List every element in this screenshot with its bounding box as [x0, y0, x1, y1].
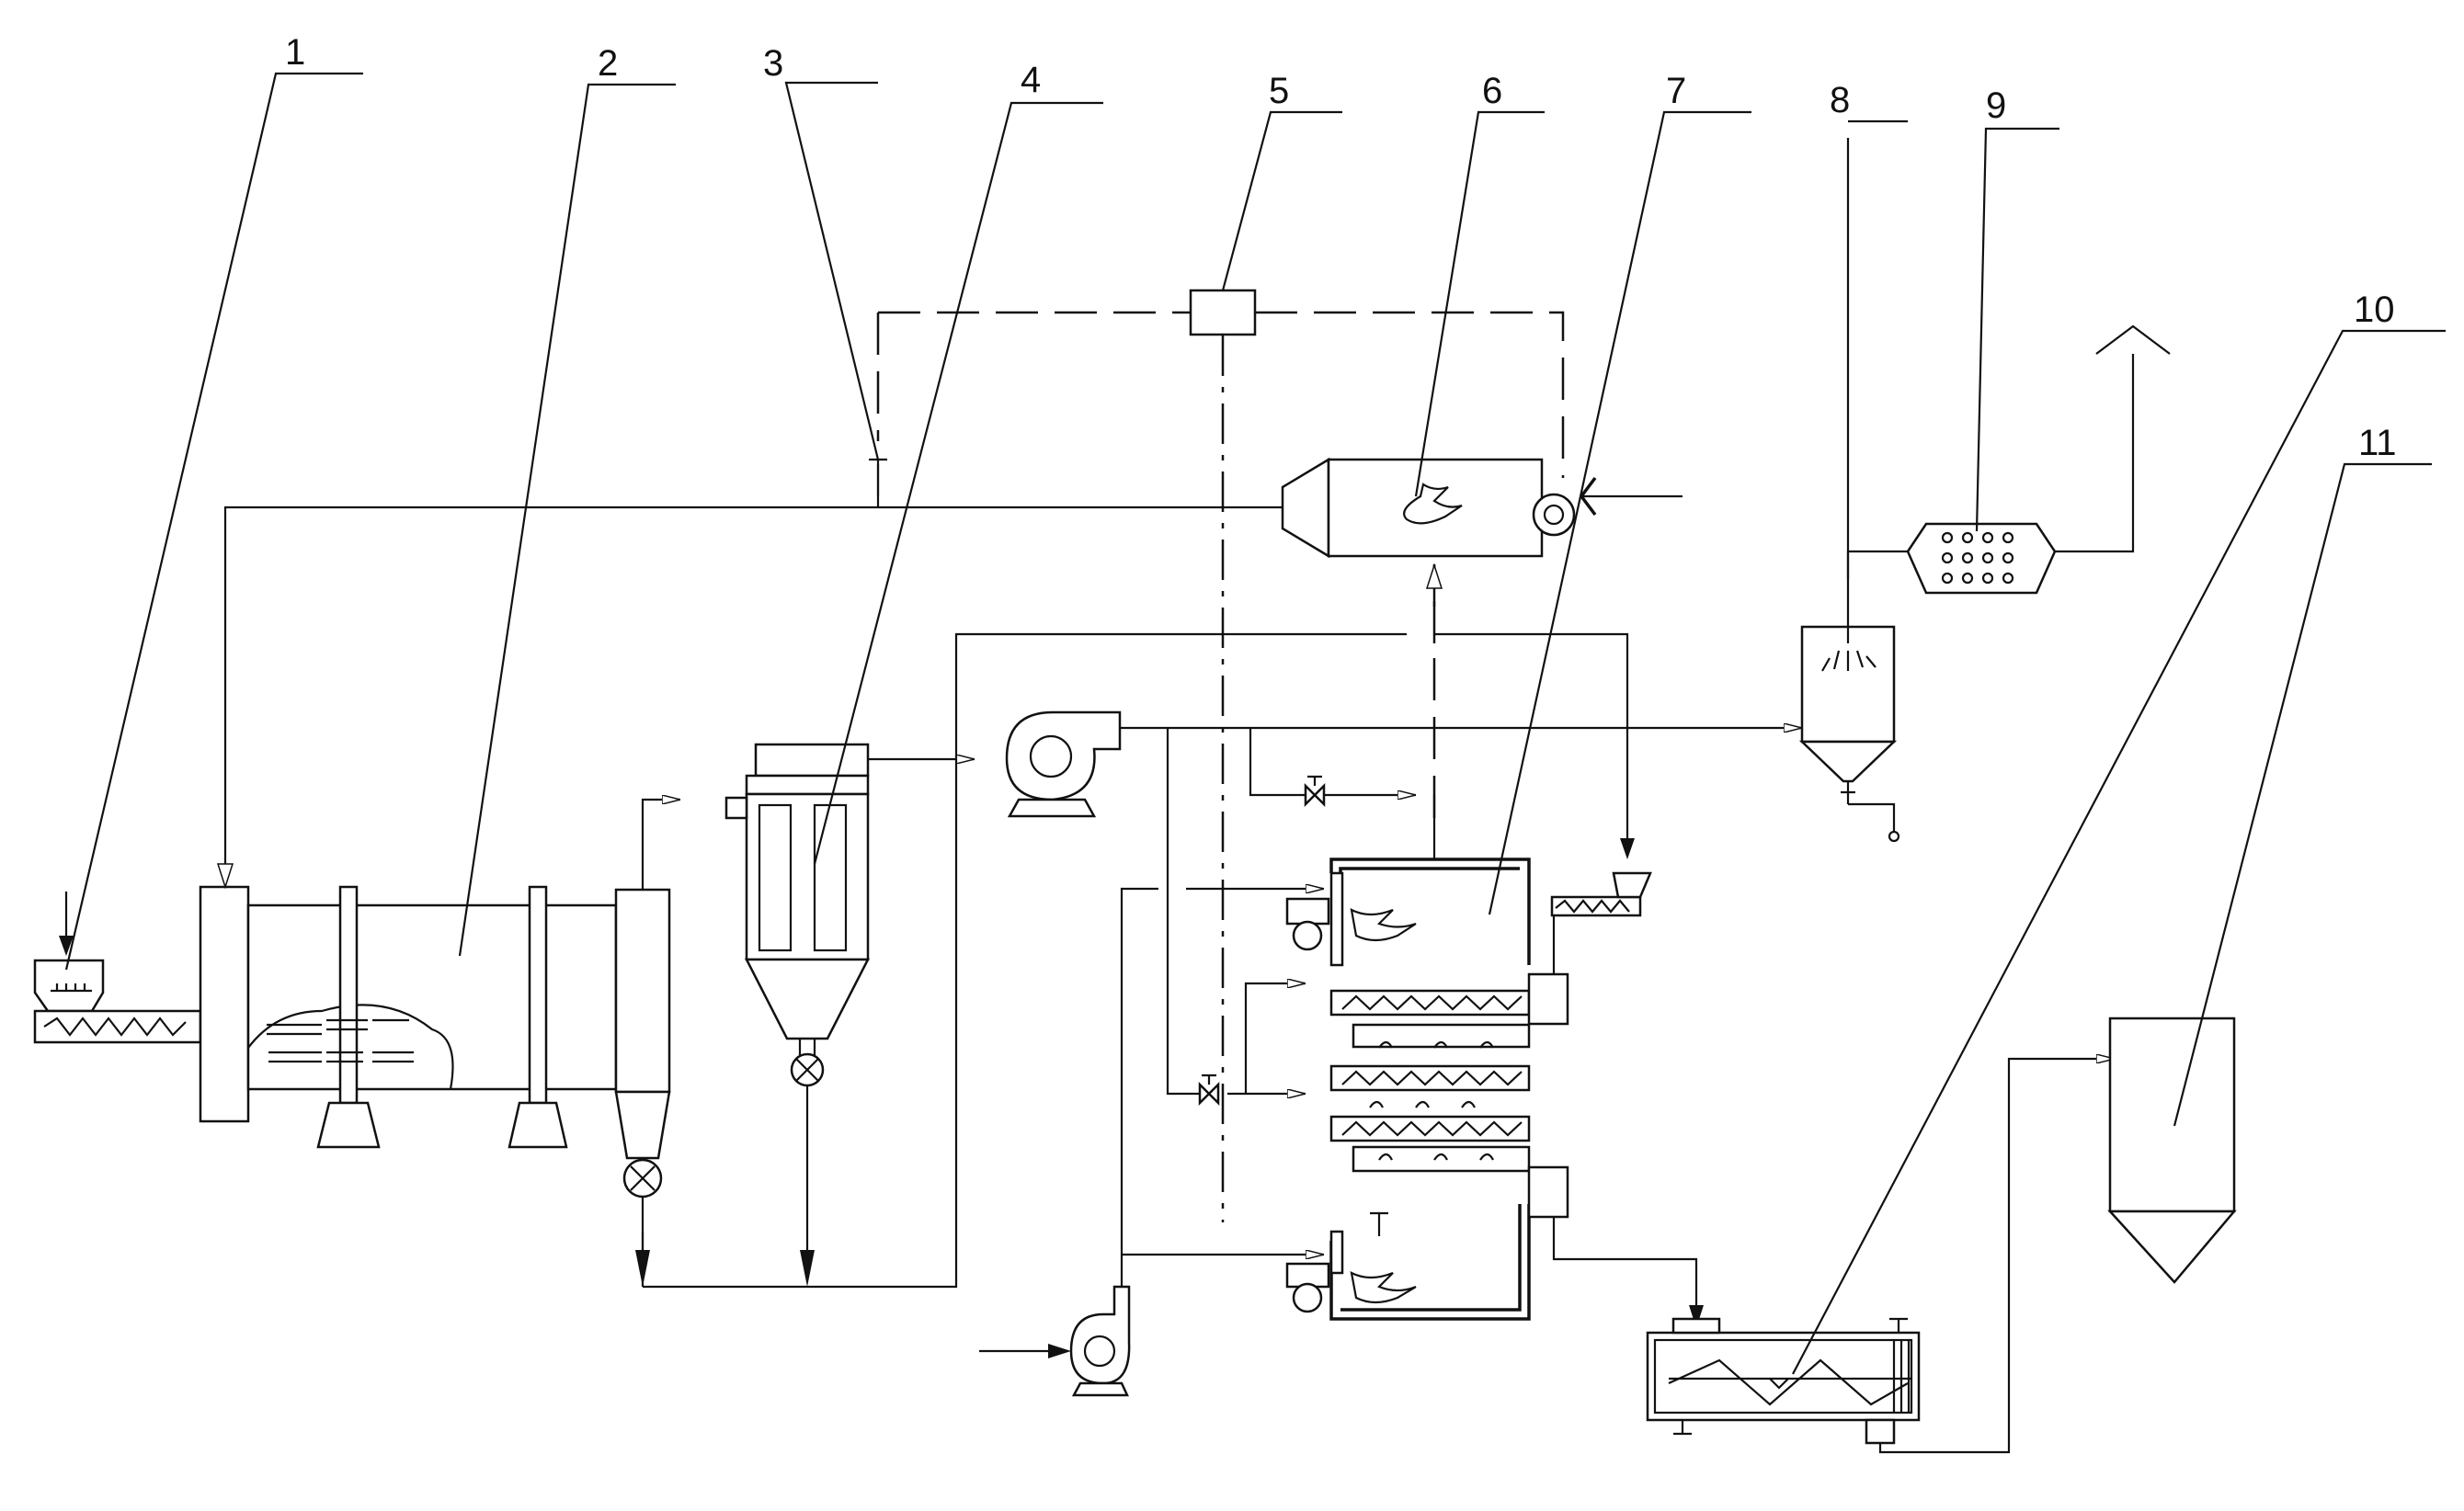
callout-leaders [64, 72, 2446, 1375]
gas-feed-lines [1166, 632, 1635, 1107]
label-3: 3 [763, 43, 783, 84]
induced-draft-fan [1005, 710, 1122, 818]
cooling-screw-conveyor [1552, 1059, 2115, 1454]
hot-gas-furnace [216, 457, 1683, 890]
adsorber [1906, 324, 2171, 595]
label-1: 1 [285, 32, 305, 73]
label-6: 6 [1482, 71, 1502, 111]
rotary-dryer [199, 800, 680, 1287]
combustion-air-fan [979, 887, 1158, 1397]
spray-scrubber [1798, 138, 1908, 843]
label-2: 2 [598, 43, 618, 84]
label-8: 8 [1830, 80, 1850, 120]
label-9: 9 [1986, 85, 2006, 126]
feed-hopper-unit [33, 892, 202, 1044]
label-10: 10 [2354, 290, 2395, 330]
label-group: 1 2 3 4 5 6 7 8 9 10 11 [285, 32, 2397, 463]
temperature-sensor [869, 458, 887, 507]
dust-return-line [635, 632, 1407, 1289]
product-silo [2107, 1017, 2237, 1284]
bag-filter [724, 743, 975, 1287]
label-11: 11 [2358, 423, 2397, 463]
controller-box [1189, 289, 1257, 336]
label-7: 7 [1666, 71, 1686, 111]
flue-up-arrow [1425, 562, 1443, 589]
pyrolysis-reactor [1122, 858, 1652, 1321]
label-5: 5 [1269, 71, 1289, 111]
label-4: 4 [1021, 60, 1041, 100]
